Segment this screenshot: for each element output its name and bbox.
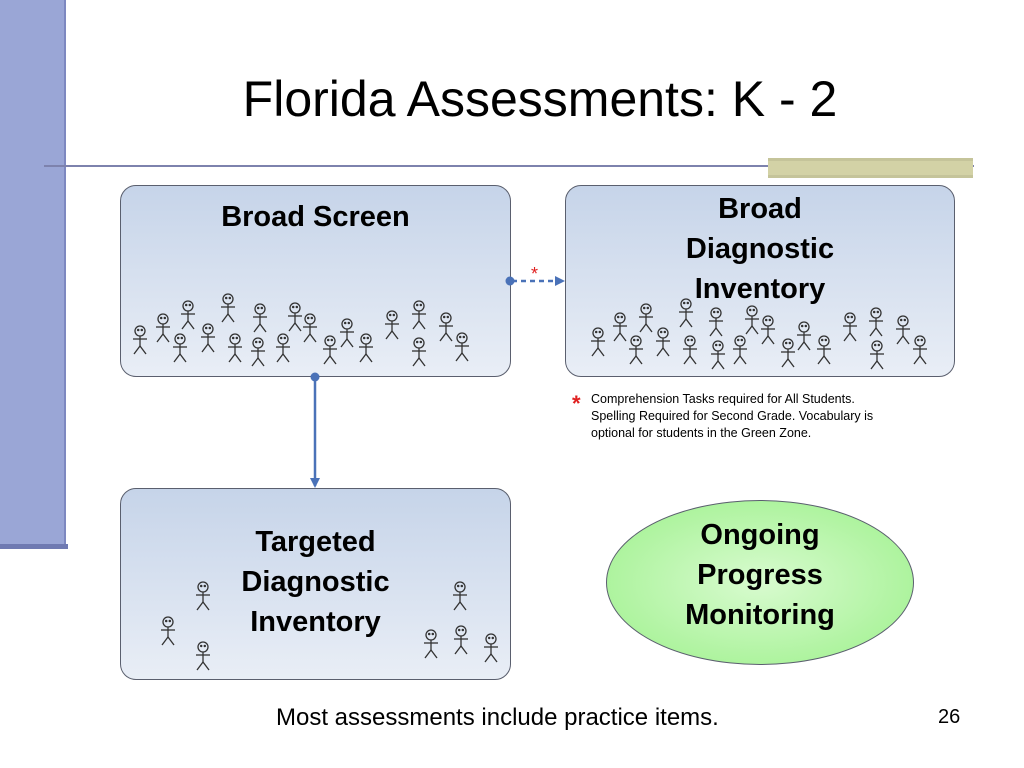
broad-diagnostic-label-line-2: Diagnostic (685, 233, 835, 265)
stick-figure-icon (196, 641, 210, 671)
stick-figure-icon (454, 625, 468, 655)
oval-label-line-1: Ongoing (700, 519, 820, 551)
stick-figure-icon (656, 327, 670, 357)
footnote-line-2: Spelling Required for Second Grade. Voca… (591, 409, 874, 423)
targeted-diagnostic-inventory-box (120, 488, 511, 680)
stick-figure-icon (683, 335, 697, 365)
targeted-diagnostic-inventory-label: Targeted Diagnostic Inventory (120, 522, 511, 642)
broad-diagnostic-inventory-box (565, 185, 955, 377)
stick-figure-icon (181, 300, 195, 330)
stick-figure-icon (679, 298, 693, 328)
stick-figure-icon (733, 335, 747, 365)
stick-figure-icon (340, 318, 354, 348)
stick-figure-icon (228, 333, 242, 363)
stick-figure-icon (412, 300, 426, 330)
stick-figure-icon (896, 315, 910, 345)
stick-figure-icon (251, 337, 265, 367)
stick-figure-icon (781, 338, 795, 368)
stick-figure-icon (133, 325, 147, 355)
stick-figure-icon (161, 616, 175, 646)
stick-figure-icon (797, 321, 811, 351)
stick-figure-icon (424, 629, 438, 659)
page-number: 26 (938, 706, 961, 728)
stick-figure-icon (323, 335, 337, 365)
footnote-asterisk: * (572, 391, 581, 416)
broad-screen-box (120, 185, 511, 377)
stick-figure-icon (484, 633, 498, 663)
broad-screen-label-line: Broad Screen (221, 201, 410, 233)
stick-figure-icon (359, 333, 373, 363)
stick-figure-icon (453, 581, 467, 611)
connector-asterisk: * (531, 264, 539, 284)
stick-figure-icon (639, 303, 653, 333)
targeted-diagnostic-label-line-3: Inventory (250, 606, 381, 638)
footnote-text: Comprehension Tasks required for All Stu… (591, 391, 931, 442)
broad-diagnostic-inventory-label: Broad Diagnostic Inventory (565, 189, 955, 309)
slide-sidebar-shadow (0, 544, 68, 549)
broad-screen-label: Broad Screen (120, 197, 511, 237)
slide-sidebar-decoration (0, 0, 66, 546)
targeted-diagnostic-label-line-2: Diagnostic (241, 566, 390, 598)
stick-figure-icon (221, 293, 235, 323)
stick-figure-icon (629, 335, 643, 365)
targeted-diagnostic-label-line-1: Targeted (255, 526, 376, 558)
footnote-line-1: Comprehension Tasks required for All Stu… (591, 392, 855, 406)
stick-figure-icon (253, 303, 267, 333)
bottom-note: Most assessments include practice items. (276, 704, 719, 731)
stick-figure-icon (711, 340, 725, 370)
ongoing-progress-monitoring-oval (606, 500, 914, 665)
connector-dot-screen-to-bdi (505, 276, 515, 286)
stick-figure-icon (276, 333, 290, 363)
broad-diagnostic-label-line-3: Inventory (694, 273, 826, 305)
stick-figure-icon (869, 307, 883, 337)
broad-diagnostic-label-line-1: Broad (718, 193, 802, 225)
stick-figure-icon (412, 337, 426, 367)
stick-figure-icon (439, 312, 453, 342)
stick-figure-icon (455, 332, 469, 362)
stick-figure-icon (709, 307, 723, 337)
stick-figure-icon (913, 335, 927, 365)
slide-title: Florida Assessments: K - 2 (242, 71, 838, 127)
stick-figure-icon (613, 312, 627, 342)
stick-figure-icon (870, 340, 884, 370)
ongoing-progress-monitoring-label: Ongoing Progress Monitoring (606, 515, 914, 635)
footnote-line-3: optional for students in the Green Zone. (591, 426, 812, 440)
oval-label-line-3: Monitoring (685, 599, 835, 631)
connector-dot-screen-to-tdi (310, 372, 320, 382)
stick-figure-icon (745, 305, 759, 335)
stick-figure-icon (156, 313, 170, 343)
stick-figure-icon (196, 581, 210, 611)
title-accent-bar (768, 158, 973, 178)
stick-figure-icon (843, 312, 857, 342)
stick-figure-icon (173, 333, 187, 363)
stick-figure-icon (288, 302, 302, 332)
stick-figure-icon (591, 327, 605, 357)
stick-figure-icon (761, 315, 775, 345)
stick-figure-icon (201, 323, 215, 353)
stick-figure-icon (385, 310, 399, 340)
stick-figures-group (133, 293, 927, 671)
title-divider (44, 165, 974, 167)
stick-figure-icon (303, 313, 317, 343)
oval-label-line-2: Progress (697, 559, 823, 591)
stick-figure-icon (817, 335, 831, 365)
